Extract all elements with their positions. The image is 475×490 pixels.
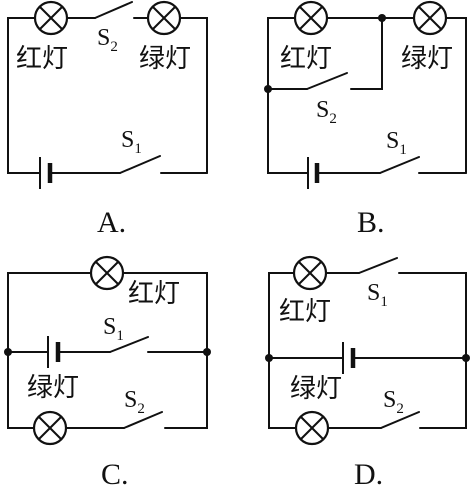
- red-lamp: [293, 0, 329, 36]
- green-lamp-label: 绿灯: [290, 374, 342, 404]
- switch-subscript: 2: [396, 401, 404, 417]
- switch-subscript: 2: [329, 111, 337, 127]
- wire: [398, 272, 467, 429]
- switch-s2: [380, 411, 420, 429]
- green-lamp: [294, 410, 330, 446]
- battery: [39, 157, 53, 189]
- switch-s1-label: S1: [103, 314, 124, 344]
- switch-s2-label: S2: [124, 387, 145, 417]
- battery: [47, 336, 61, 368]
- circuit-d: 红灯 绿灯 S1 S2 D.: [265, 255, 470, 490]
- battery: [307, 157, 320, 189]
- red-lamp: [89, 255, 125, 291]
- green-lamp: [146, 0, 182, 36]
- junction-dot: [265, 354, 273, 362]
- red-lamp-label: 红灯: [128, 279, 180, 309]
- wire: [268, 272, 297, 429]
- green-lamp-label: 绿灯: [139, 44, 191, 74]
- switch-s1-label: S1: [386, 128, 407, 158]
- junction-dot: [4, 348, 12, 356]
- green-lamp-label: 绿灯: [27, 373, 79, 403]
- switch-letter: S: [121, 127, 134, 153]
- green-lamp: [32, 410, 68, 446]
- junction-dot: [203, 348, 211, 356]
- option-d-label: D.: [354, 458, 383, 490]
- switch-s1-label: S1: [121, 127, 142, 157]
- option-b-label: B.: [357, 206, 385, 239]
- switch-subscript: 2: [110, 39, 118, 55]
- red-lamp: [33, 0, 69, 36]
- wire: [445, 17, 467, 174]
- circuit-b: 红灯 绿灯 S2 S1 B.: [264, 0, 467, 239]
- junction-dot: [378, 14, 386, 22]
- circuit-c: 红灯 绿灯 S1 S2 C.: [4, 255, 211, 490]
- junction-dot: [264, 85, 272, 93]
- switch-letter: S: [383, 387, 396, 413]
- switch-letter: S: [386, 128, 399, 154]
- circuit-a: 红灯 绿灯 S2 S1 A.: [7, 0, 208, 239]
- switch-subscript: 1: [116, 328, 124, 344]
- switch-s1: [379, 156, 420, 174]
- wire: [267, 17, 309, 174]
- red-lamp-label: 红灯: [279, 297, 331, 327]
- switch-s1: [119, 155, 161, 174]
- wire: [350, 17, 383, 90]
- switch-letter: S: [124, 387, 137, 413]
- switch-s2: [94, 1, 133, 19]
- switch-s1: [358, 257, 398, 274]
- switch-s1: [109, 336, 149, 353]
- battery: [342, 342, 356, 374]
- switch-s2: [123, 411, 163, 429]
- wire: [7, 17, 44, 174]
- green-lamp: [412, 0, 448, 36]
- option-a-label: A.: [97, 206, 126, 239]
- switch-s2-label: S2: [316, 97, 337, 127]
- switch-s2-label: S2: [97, 25, 118, 55]
- switch-subscript: 1: [380, 294, 388, 310]
- wire: [180, 17, 208, 174]
- switch-s2-label: S2: [383, 387, 404, 417]
- green-lamp-label: 绿灯: [401, 44, 453, 74]
- switch-letter: S: [103, 314, 116, 340]
- wire: [7, 272, 92, 429]
- red-lamp: [292, 255, 328, 291]
- switch-subscript: 1: [134, 141, 142, 157]
- red-lamp-label: 红灯: [280, 44, 332, 74]
- junction-dot: [462, 354, 470, 362]
- switch-s2: [306, 72, 348, 90]
- switch-s1-label: S1: [367, 280, 388, 310]
- red-lamp-label: 红灯: [16, 44, 68, 74]
- switch-letter: S: [316, 97, 329, 123]
- option-c-label: C.: [101, 458, 129, 490]
- switch-letter: S: [367, 280, 380, 306]
- switch-subscript: 2: [137, 401, 145, 417]
- switch-letter: S: [97, 25, 110, 51]
- switch-subscript: 1: [399, 142, 407, 158]
